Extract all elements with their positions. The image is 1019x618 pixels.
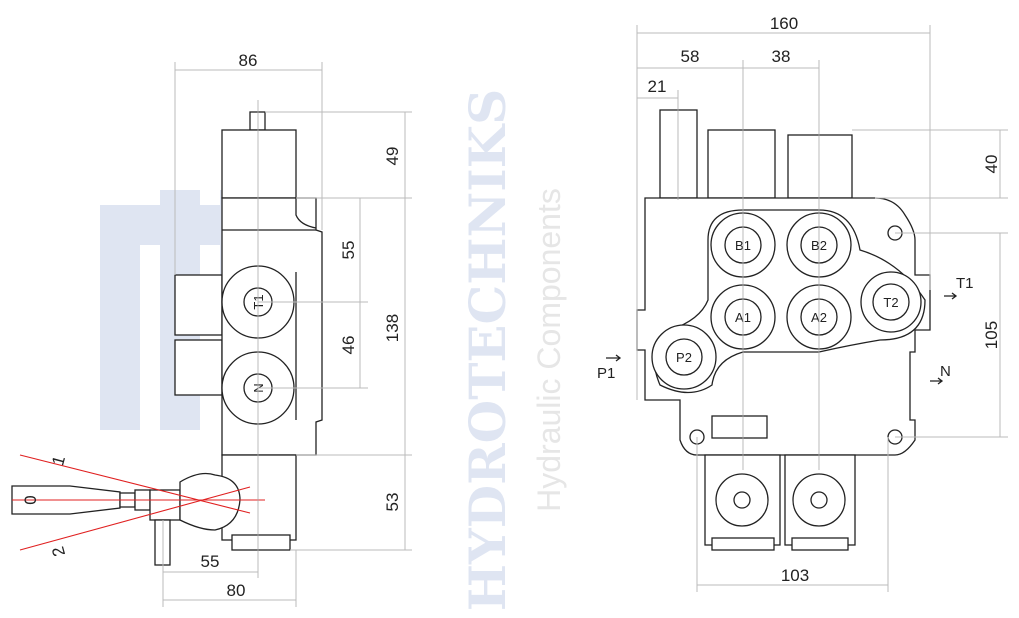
lever-handle[interactable]: 0 1 2 [11, 454, 265, 566]
dim-53: 53 [383, 493, 402, 512]
side-view: T1 N 0 1 2 86 49 138 53 55 46 55 80 [11, 51, 412, 607]
pressure-fitting [659, 109, 698, 199]
dim-40: 40 [982, 155, 1001, 174]
dim-38: 38 [772, 47, 791, 66]
lever-position-1: 1 [48, 454, 69, 468]
dim-105: 105 [982, 321, 1001, 349]
watermark-brand: HYDROTECHNIKS [458, 89, 517, 611]
watermark-tagline: Hydraulic Components [531, 188, 567, 512]
dim-160: 160 [770, 14, 798, 33]
label-p1: P1 [597, 365, 615, 382]
dim-86: 86 [239, 51, 258, 70]
port-t2: T2 [860, 271, 922, 333]
dim-55-horizontal: 55 [201, 552, 220, 571]
dim-49: 49 [383, 147, 402, 166]
dim-80: 80 [227, 581, 246, 600]
dim-55-vertical: 55 [339, 241, 358, 260]
dim-46: 46 [339, 336, 358, 355]
lever-position-2: 2 [48, 544, 69, 558]
label-n: N [940, 363, 951, 380]
dim-58: 58 [681, 47, 700, 66]
dim-21: 21 [648, 77, 667, 96]
dim-103: 103 [781, 566, 809, 585]
dim-138: 138 [383, 314, 402, 342]
svg-text:T2: T2 [883, 295, 898, 310]
svg-text:P2: P2 [676, 350, 692, 365]
front-view: B1 B2 A1 A2 T2 P2 160 58 38 21 40 105 10… [597, 14, 1008, 592]
label-t1: T1 [956, 275, 974, 292]
lever-position-0: 0 [21, 495, 40, 504]
port-p2: P2 [651, 324, 717, 390]
